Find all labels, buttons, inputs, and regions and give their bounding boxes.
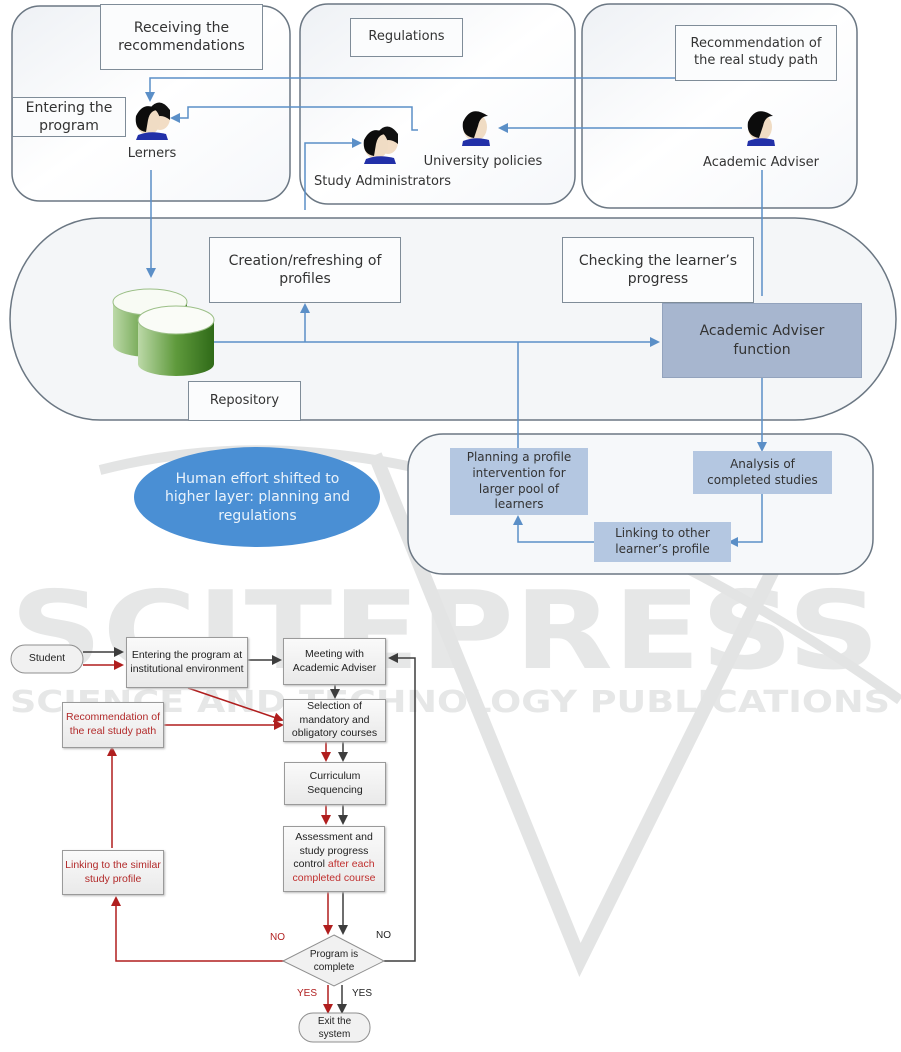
flow-exit-terminal	[298, 1012, 371, 1043]
note-entering-program: Entering the program	[12, 97, 126, 137]
box-analysis-completed-studies: Analysis of completed studies	[693, 451, 832, 494]
flow-no-label-red: NO	[270, 932, 285, 943]
flow-start-terminal	[10, 644, 84, 674]
repository-database-icon	[112, 288, 215, 376]
university-policies-label: University policies	[423, 153, 543, 169]
academic-adviser-actor-icon	[747, 111, 775, 146]
flow-selection-courses-box: Selection of mandatory and obligatory co…	[283, 699, 386, 742]
ellipse-summary-text: Human effort shifted to higher layer: pl…	[165, 471, 350, 524]
note-regulations: Regulations	[350, 18, 463, 57]
flow-decision-label: Program is complete	[309, 949, 359, 973]
flow-entering-to-selection-red	[187, 687, 284, 723]
assessment-text-highlight: after each completed course	[292, 858, 376, 884]
flow-recommendation-box: Recommendation of the real study path	[62, 702, 164, 748]
learners-label: Lerners	[127, 145, 177, 161]
flow-no-label-black: NO	[376, 930, 391, 941]
connector-linking-to-planning	[513, 515, 594, 543]
flow-curriculum-sequencing-box: Curriculum Sequencing	[284, 762, 386, 805]
flow-decision-diamond	[281, 934, 386, 987]
flow-decision-no-to-linking	[111, 896, 284, 962]
flow-yes-label-black: YES	[352, 988, 373, 999]
academic-adviser-label: Academic Adviser	[703, 154, 819, 170]
flow-assessment-box: Assessment and study progress control af…	[283, 826, 385, 892]
box-linking-other-profile: Linking to other learner’s profile	[594, 522, 731, 562]
flow-exit-label: Exit the system	[317, 1015, 352, 1040]
note-creation-refreshing-profiles: Creation/refreshing of profiles	[209, 237, 401, 303]
flow-decision-no-to-meeting	[384, 653, 416, 962]
flow-yes-label-red: YES	[297, 988, 318, 999]
learners-actor-icon	[135, 102, 170, 140]
summary-ellipse	[134, 447, 380, 547]
connector-creation-to-admins	[304, 138, 362, 210]
university-policies-actor-icon	[462, 111, 490, 146]
repository-label: Repository	[188, 381, 301, 421]
study-admins-actor-icon	[363, 126, 398, 164]
box-planning-profile-intervention: Planning a profile intervention for larg…	[450, 448, 588, 515]
academic-adviser-function-box: Academic Adviser function	[662, 303, 862, 378]
flow-meeting-adviser-box: Meeting with Academic Adviser	[283, 638, 386, 685]
assessment-text: Assessment and study progress control	[293, 831, 373, 871]
connector-policies-to-learners	[170, 106, 418, 131]
connector-analysis-to-linking	[728, 488, 763, 547]
note-checking-progress: Checking the learner’s progress	[562, 237, 754, 303]
flow-entering-program-box: Entering the program at institutional en…	[126, 637, 248, 688]
note-receiving-recommendations: Receiving the recommendations	[100, 4, 263, 70]
study-administrators-label: Study Administrators	[313, 173, 452, 189]
flow-linking-similar-box: Linking to the similar study profile	[62, 850, 164, 895]
flow-student-label: Student	[28, 652, 66, 665]
note-recommendation-study-path: Recommendation of the real study path	[675, 25, 837, 81]
watermark-v-shape	[368, 451, 837, 978]
